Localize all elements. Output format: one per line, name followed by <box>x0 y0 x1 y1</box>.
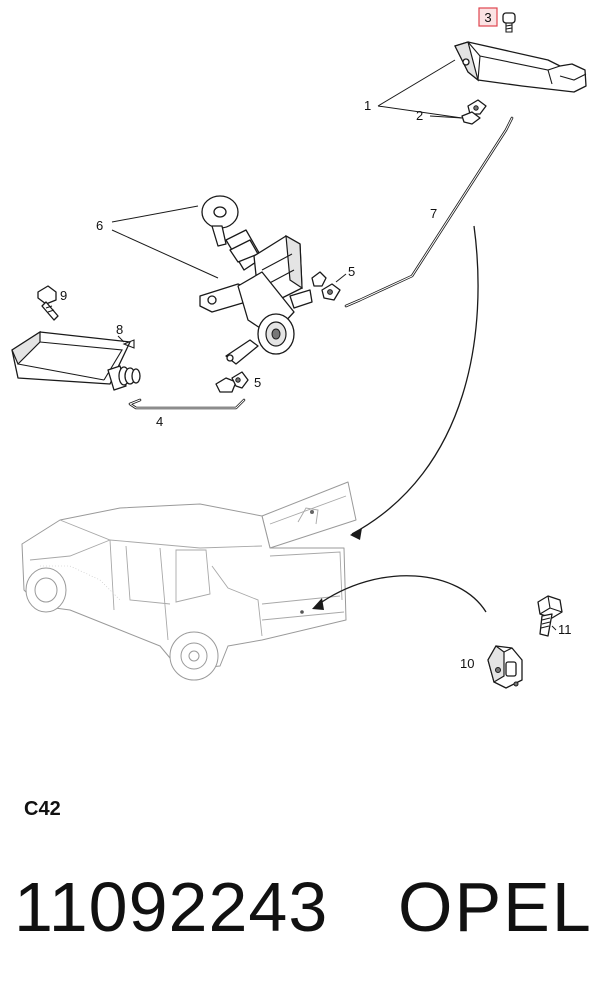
part-9-bolt <box>37 285 59 321</box>
part-5-clip-upper <box>311 271 341 301</box>
callout-3: 3 <box>484 10 491 25</box>
part-7-rod <box>344 116 514 308</box>
callout-7: 7 <box>430 206 437 221</box>
part-3-screw <box>502 12 516 33</box>
callout-9: 9 <box>60 288 67 303</box>
part-number: 11092243 <box>14 868 329 946</box>
part-1-bracket <box>454 41 587 93</box>
callout-6: 6 <box>96 218 103 233</box>
brand-name: OPEL <box>398 868 593 946</box>
callout-8: 8 <box>116 322 123 337</box>
leader-2 <box>429 115 463 119</box>
leader-11 <box>551 625 557 631</box>
arrow-rod-to-tailgate <box>350 225 479 540</box>
callout-1: 1 <box>364 98 371 113</box>
callout-5-lower: 5 <box>254 375 261 390</box>
part-6-lock-assembly <box>199 195 313 365</box>
car-illustration <box>21 481 357 681</box>
part-10-striker <box>487 645 523 689</box>
part-2-clip <box>461 99 487 125</box>
callout-5-upper: 5 <box>348 264 355 279</box>
callout-2: 2 <box>416 108 423 123</box>
part-3-highlight-box <box>478 7 498 27</box>
leader-6 <box>111 205 219 279</box>
callout-11: 11 <box>558 622 572 637</box>
callout-10: 10 <box>460 656 474 671</box>
leader-8 <box>117 335 125 343</box>
arrow-catch-to-lock <box>312 575 487 613</box>
leader-1 <box>377 59 463 119</box>
leader-5-upper <box>335 273 347 283</box>
part-5-clip-lower <box>215 371 249 393</box>
diagram-code: C42 <box>24 798 61 820</box>
part-11-bolt <box>537 595 563 637</box>
callout-4: 4 <box>156 414 163 429</box>
part-4-link-rod <box>128 398 246 410</box>
part-8-actuator <box>11 330 141 391</box>
exploded-parts-diagram: 3 1 2 7 <box>11 7 587 689</box>
